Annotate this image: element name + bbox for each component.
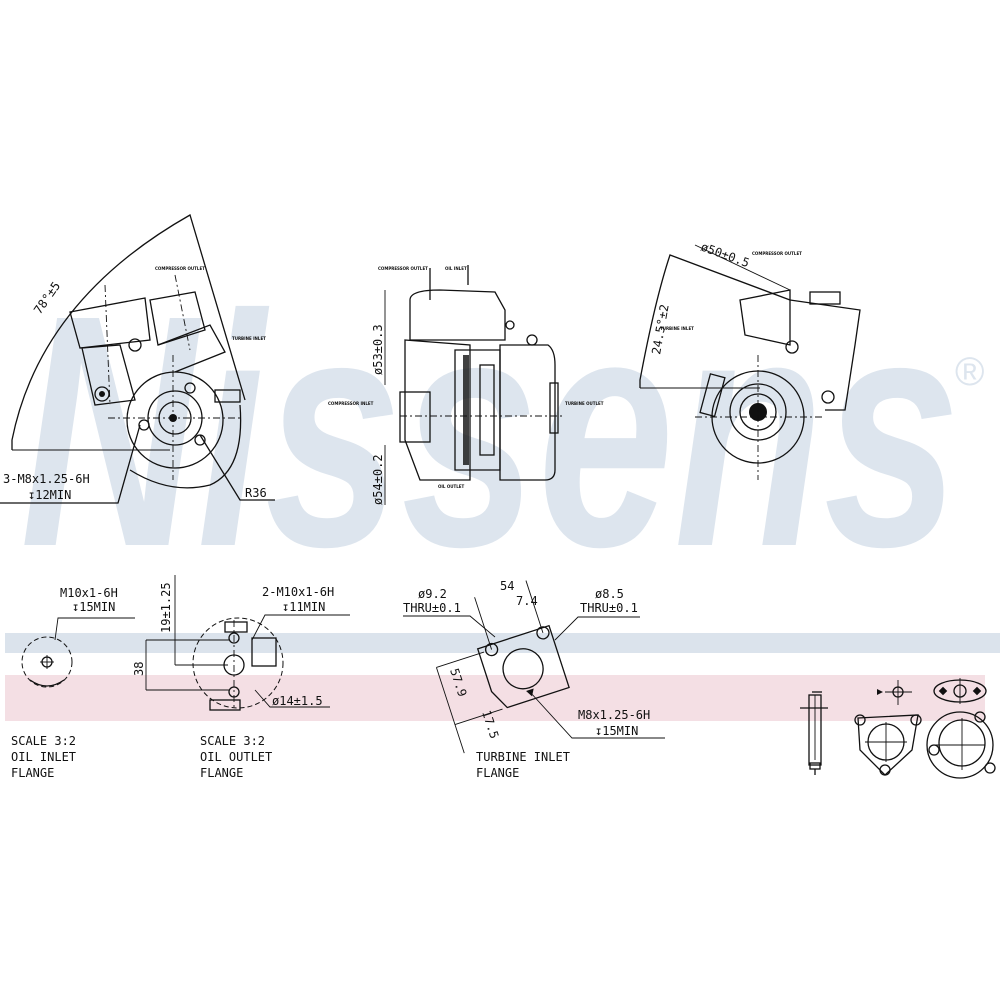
hole-left-note: THRU±0.1 bbox=[403, 601, 461, 615]
dim-height: 38 bbox=[132, 662, 146, 676]
caption-type: FLANGE bbox=[11, 766, 54, 780]
hole-right-note: THRU±0.1 bbox=[580, 601, 638, 615]
thread-callout: M8x1.25-6H bbox=[578, 708, 650, 722]
label-turbine-inlet: TURBINE INLET bbox=[232, 336, 266, 341]
accessories-kit bbox=[800, 678, 996, 779]
label-compressor-outlet: COMPRESSOR OUTLET bbox=[155, 266, 205, 271]
center-view-turbo: ø53±0.3 ø54±0.2 COMPRESSOR OUTLET OIL IN… bbox=[328, 265, 604, 505]
dim-top-inner: 7.4 bbox=[516, 594, 538, 608]
pink-band bbox=[5, 675, 985, 721]
dim-top: ø53±0.3 bbox=[371, 324, 385, 375]
oil-inlet-flange: M10x1-6H ↧15MIN SCALE 3:2 OIL INLET FLAN… bbox=[11, 586, 135, 780]
blue-stripe bbox=[5, 633, 1000, 653]
label-compressor-outlet: COMPRESSOR OUTLET bbox=[378, 266, 428, 271]
gasket-small-icon bbox=[877, 680, 912, 705]
thread-callout: 2-M10x1-6H bbox=[262, 585, 334, 599]
caption-name: TURBINE INLET bbox=[476, 750, 570, 764]
caption-name: OIL INLET bbox=[11, 750, 76, 764]
depth-callout: ↧11MIN bbox=[282, 600, 325, 614]
right-view-turbo: 24.5°±2 ø50±0.5 COMPRESSOR OUTLET TURBIN… bbox=[639, 240, 861, 480]
caption-scale: SCALE 3:2 bbox=[200, 734, 265, 748]
label-turbine-outlet: TURBINE OUTLET bbox=[565, 401, 604, 406]
label-turbine-inlet: TURBINE INLET bbox=[660, 326, 694, 331]
registered-mark: ® bbox=[955, 350, 984, 394]
thread-callout: 3-M8x1.25-6H bbox=[3, 472, 90, 486]
dim-diameter: ø14±1.5 bbox=[272, 694, 323, 708]
caption-type: FLANGE bbox=[200, 766, 243, 780]
dim-vertical: 19±1.25 bbox=[159, 582, 173, 633]
label-compressor-outlet: COMPRESSOR OUTLET bbox=[752, 251, 802, 256]
stud-bolt-icon bbox=[800, 691, 828, 775]
label-oil-inlet: OIL INLET bbox=[445, 266, 467, 271]
caption-type: FLANGE bbox=[476, 766, 519, 780]
depth-callout: ↧15MIN bbox=[72, 600, 115, 614]
thread-callout: M10x1-6H bbox=[60, 586, 118, 600]
label-oil-outlet: OIL OUTLET bbox=[438, 484, 464, 489]
hole-right-diameter: ø8.5 bbox=[595, 587, 624, 601]
dim-bottom: ø54±0.2 bbox=[371, 454, 385, 505]
label-compressor-inlet: COMPRESSOR INLET bbox=[328, 401, 374, 406]
radius-callout: R36 bbox=[245, 486, 267, 500]
caption-scale: SCALE 3:2 bbox=[11, 734, 76, 748]
gasket-oval-icon bbox=[933, 678, 987, 704]
watermark-text: Nissens bbox=[20, 246, 960, 615]
gasket-triangle-icon bbox=[854, 714, 922, 776]
dim-top: 54 bbox=[500, 579, 514, 593]
oil-outlet-flange: 19±1.25 38 2-M10x1-6H ↧11MIN ø14±1.5 SCA… bbox=[132, 575, 350, 780]
depth-callout: ↧15MIN bbox=[595, 724, 638, 738]
nissens-watermark: Nissens ® bbox=[20, 246, 984, 615]
caption-name: OIL OUTLET bbox=[200, 750, 272, 764]
depth-callout: ↧12MIN bbox=[28, 488, 71, 502]
hole-left-diameter: ø9.2 bbox=[418, 587, 447, 601]
gasket-round-icon bbox=[926, 711, 996, 779]
